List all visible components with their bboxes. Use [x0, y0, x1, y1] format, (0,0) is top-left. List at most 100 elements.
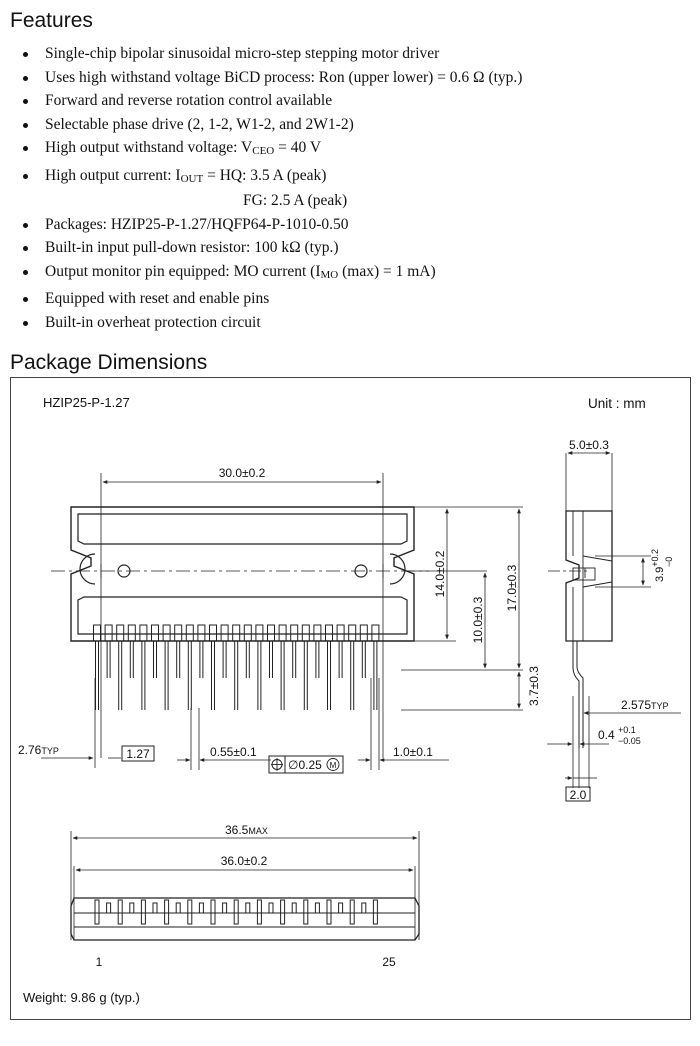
feature-text: Equipped with reset and enable pins — [45, 290, 270, 307]
lead-pin — [93, 624, 101, 710]
lead-pin — [243, 624, 252, 678]
feature-text: Output monitor pin equipped: MO current … — [45, 262, 321, 280]
dim-height-10: 10.0±0.3 — [471, 596, 485, 643]
dim-pitch: 1.27 — [126, 747, 150, 761]
feature-text: Built-in input pull-down resistor: 100 k… — [45, 239, 339, 256]
feature-text-post: = 40 V — [274, 139, 322, 156]
bottom-lead — [326, 899, 332, 925]
package-dimensions-box: HZIP25-P-1.27 Unit : mm 30.0±0.2 14.0±0.… — [10, 377, 691, 1020]
bottom-lead — [233, 899, 239, 925]
dim-width-top: 30.0±0.2 — [219, 466, 266, 480]
feature-text: Selectable phase drive (2, 1-2, W1-2, an… — [45, 115, 354, 133]
dim-lead-width: 0.55±0.1 — [210, 745, 257, 759]
dim-side-width: 5.0±0.3 — [569, 438, 609, 452]
lead-pin — [371, 624, 380, 710]
feature-item: Equipped with reset and enable pins — [18, 287, 522, 311]
bottom-lead — [210, 899, 216, 925]
feature-subscript: CEO — [252, 145, 275, 157]
feature-item: Forward and reverse rotation control ava… — [18, 89, 522, 113]
side-view — [565, 510, 613, 748]
lead-pin — [185, 624, 194, 710]
lead-pin — [139, 624, 148, 710]
feature-item: Output monitor pin equipped: MO current … — [18, 260, 522, 288]
dim-bottom-width: 36.0±0.2 — [221, 854, 268, 868]
package-dimensions-heading: Package Dimensions — [10, 351, 208, 374]
dim-thickness: 0.4 — [598, 728, 615, 742]
lead-pin — [301, 624, 310, 710]
lead-pin — [209, 624, 217, 710]
dim-lead-d: 1.0±0.1 — [393, 745, 433, 759]
dim-2-76: 2.76TYP — [18, 743, 59, 757]
lead-pin — [116, 624, 125, 710]
features-list: Single-chip bipolar sinusoidal micro-ste… — [18, 42, 522, 334]
dim-bottom-max: 36.5MAX — [225, 823, 268, 837]
lead-pin — [220, 624, 229, 678]
feature-text: High output current: I — [45, 166, 181, 184]
bottom-lead — [152, 902, 158, 914]
feature-text: Uses high withstand voltage BiCD process… — [45, 68, 523, 86]
lead-pin — [290, 624, 299, 678]
weight-label: Weight: 9.86 g (typ.) — [23, 990, 140, 1005]
dim-side-3-9-lower: −0 — [664, 557, 674, 567]
package-name: HZIP25-P-1.27 — [43, 395, 130, 410]
dim-height-17: 17.0±0.3 — [505, 564, 519, 611]
bottom-view: 36.5MAX 36.0±0.2 — [70, 823, 420, 941]
feature-continuation: FG: 2.5 A (peak) — [243, 192, 348, 209]
feature-item: Packages: HZIP25-P-1.27/HQFP64-P-1010-0.… — [18, 213, 522, 237]
bottom-lead — [222, 902, 228, 914]
feature-subscript: OUT — [180, 172, 204, 185]
dim-side-2-0: 2.0 — [570, 788, 587, 802]
dim-thickness-dn: −0.05 — [618, 736, 641, 746]
lead-pin — [336, 624, 345, 678]
dim-2-575: 2.575TYP — [621, 698, 669, 712]
dim-thickness-up: +0.1 — [618, 725, 636, 735]
bottom-lead — [187, 899, 193, 925]
bottom-lead — [372, 899, 378, 925]
pin-25-label: 25 — [382, 955, 396, 969]
bottom-lead — [349, 899, 355, 925]
bottom-lead — [106, 902, 112, 914]
lead-pin — [313, 624, 322, 678]
feature-item: Selectable phase drive (2, 1-2, W1-2, an… — [18, 113, 522, 137]
bottom-lead — [361, 902, 367, 914]
pin-1-label: 1 — [96, 955, 103, 969]
lead-pin — [348, 624, 357, 710]
lead-pin — [278, 624, 287, 710]
feature-item: High output current: IOUT = HQ: 3.5 A (p… — [18, 164, 522, 213]
feature-text-post: (max) = 1 mA) — [338, 262, 436, 280]
bottom-lead — [175, 902, 181, 914]
lead-pin — [127, 624, 136, 678]
feature-item: Single-chip bipolar sinusoidal micro-ste… — [18, 42, 522, 66]
bottom-lead — [198, 902, 204, 914]
bottom-lead — [164, 899, 170, 925]
lead-pin — [174, 624, 183, 678]
feature-item: High output withstand voltage: VCEO = 40… — [18, 136, 522, 164]
dim-position-tol: ∅0.25 — [288, 758, 322, 772]
lead-pin — [359, 624, 368, 678]
dim-mmc: M — [330, 761, 337, 770]
dim-height-3-7: 3.7±0.3 — [527, 666, 541, 706]
feature-text: Packages: HZIP25-P-1.27/HQFP64-P-1010-0.… — [45, 215, 349, 233]
lead-pin — [267, 624, 275, 678]
bottom-lead — [245, 902, 251, 914]
bottom-lead — [256, 899, 262, 925]
bottom-lead — [117, 899, 123, 925]
lead-pin — [197, 624, 206, 678]
feature-text: Single-chip bipolar sinusoidal micro-ste… — [45, 45, 440, 62]
feature-text: High output withstand voltage: V — [45, 139, 253, 156]
lead-pin — [325, 624, 333, 710]
lead-pin — [104, 624, 113, 678]
feature-text: Forward and reverse rotation control ava… — [45, 92, 333, 109]
bottom-lead — [280, 899, 286, 925]
bottom-lead — [291, 902, 297, 914]
bottom-lead — [94, 899, 100, 925]
unit-label: Unit : mm — [588, 396, 646, 411]
dim-side-3-9: 3.9+0.2 — [650, 549, 666, 582]
lead-pin — [162, 624, 171, 710]
bottom-lead — [268, 902, 274, 914]
feature-text: Built-in overheat protection circuit — [45, 313, 261, 331]
bottom-lead — [338, 902, 344, 914]
bottom-lead — [314, 902, 320, 914]
bottom-lead — [129, 902, 135, 914]
dim-height-14: 14.0±0.2 — [433, 550, 447, 597]
